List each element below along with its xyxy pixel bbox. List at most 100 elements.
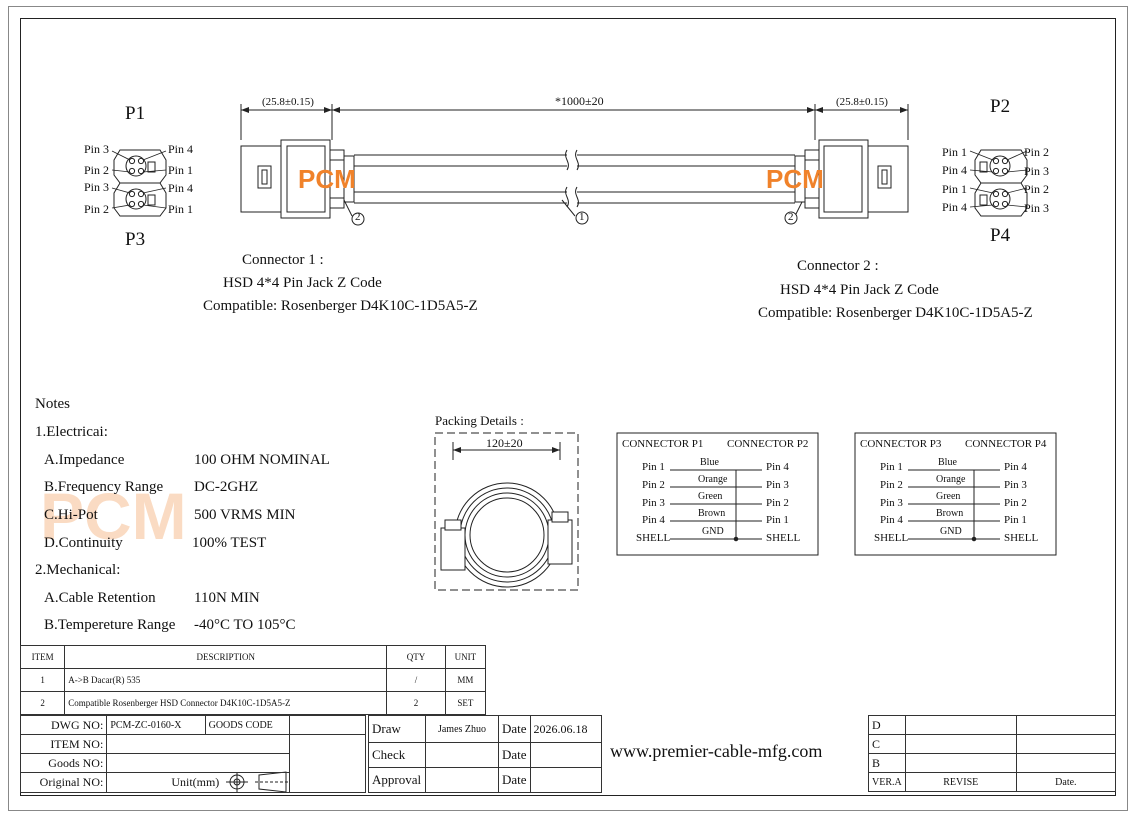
- draw-label: Draw: [368, 715, 426, 743]
- watermark-notes: PCM: [40, 479, 187, 553]
- date-label: Date: [498, 715, 531, 743]
- dim-right-text: (25.8±0.15): [836, 96, 888, 108]
- wiring2-left: SHELL: [874, 532, 909, 544]
- date2-label: Date.: [1015, 772, 1117, 792]
- approval-date: [529, 767, 603, 793]
- check-label: Check: [368, 742, 426, 768]
- goods-code-label: GOODS CODE: [204, 715, 291, 735]
- item-no-label: ITEM NO:: [19, 734, 108, 754]
- right-pin-label: Pin 3: [1024, 201, 1050, 215]
- sheet-border-outer: [8, 6, 1128, 811]
- rev-cell: [904, 753, 1017, 773]
- unit-label: Unit(mm): [106, 772, 291, 793]
- bom-cell: SET: [444, 691, 487, 715]
- right-pin-label: Pin 3: [1024, 164, 1050, 178]
- rev-b: B: [868, 753, 906, 773]
- rev-d: D: [868, 715, 906, 735]
- revise-label: REVISE: [904, 772, 1017, 792]
- checker: [425, 742, 499, 768]
- bom-cell: MM: [444, 668, 487, 692]
- wiring1-wire: GND: [702, 526, 724, 537]
- left-pin-label: Pin 2: [84, 163, 110, 177]
- left-pin-label: Pin 4: [168, 142, 194, 156]
- drawer-name: James Zhuo: [425, 715, 499, 743]
- dimension-lines: [240, 104, 909, 140]
- sheet-border-inner: [20, 18, 1116, 796]
- title-block-left: DWG NO: PCM-ZC-0160-X GOODS CODE ITEM NO…: [19, 715, 366, 793]
- bom-cell: 1: [19, 668, 66, 692]
- approval-label: Approval: [368, 767, 426, 793]
- right-pin-label: Pin 4: [942, 200, 968, 214]
- wiring1-wire: Orange: [698, 474, 728, 485]
- left-pin-label: Pin 1: [168, 202, 194, 216]
- note-value: 500 VRMS MIN: [194, 507, 296, 523]
- p2-label: P2: [990, 96, 1011, 117]
- approver: [425, 767, 499, 793]
- wiring2-left: Pin 2: [880, 479, 903, 491]
- dimension-arrows: [241, 107, 908, 113]
- callout-leaders: [343, 199, 803, 226]
- wiring2-left: Pin 4: [880, 514, 903, 526]
- p3-label: P3: [125, 229, 146, 250]
- wiring1-left: Pin 3: [642, 497, 665, 509]
- revision-table: D C B VER.A REVISE Date.: [868, 715, 1117, 792]
- wiring1-left: SHELL: [636, 532, 671, 544]
- dwg-no-value: PCM-ZC-0160-X: [106, 715, 206, 735]
- wiring1-left: Pin 1: [642, 461, 665, 473]
- left-pin-label: Pin 4: [168, 181, 194, 195]
- bom-cell: A->B Dacar(R) 535: [64, 668, 388, 692]
- rev-cell: [904, 734, 1017, 754]
- wiring1-right: SHELL: [766, 532, 801, 544]
- callout-2-left: 2: [355, 211, 361, 223]
- note-value: 100 OHM NOMINAL: [194, 452, 330, 468]
- wiring1-wire: Brown: [698, 508, 726, 519]
- bom-header: ITEM: [19, 645, 66, 669]
- check-date: [529, 742, 603, 768]
- left-pin-label: Pin 3: [84, 180, 110, 194]
- right-pin-label: Pin 4: [942, 163, 968, 177]
- bom-header: DESCRIPTION: [64, 645, 388, 669]
- wiring2-left: Pin 1: [880, 461, 903, 473]
- wiring1-left: Pin 2: [642, 479, 665, 491]
- wiring1-left: Pin 4: [642, 514, 665, 526]
- bom-row: 1 A->B Dacar(R) 535 / MM: [19, 668, 487, 692]
- watermark-left: PCM: [298, 164, 356, 194]
- wiring2-right: Pin 2: [1004, 497, 1027, 509]
- cable-lines: [354, 149, 795, 208]
- bom-cell: 2: [386, 691, 446, 715]
- left-pin-label: Pin 1: [168, 163, 194, 177]
- wiring1-header-right: CONNECTOR P2: [727, 438, 809, 450]
- rev-cell: [1015, 734, 1117, 754]
- wiring2-wire: Brown: [936, 508, 964, 519]
- note-value: -40°C TO 105°C: [194, 617, 296, 633]
- wiring2-wire: Blue: [938, 457, 957, 468]
- wiring1-right: Pin 2: [766, 497, 789, 509]
- dim-length-text: *1000±20: [555, 94, 604, 108]
- right-pin-label: Pin 2: [1024, 145, 1050, 159]
- wiring2-header-left: CONNECTOR P3: [860, 438, 942, 450]
- watermark-right: PCM: [766, 164, 824, 194]
- title-block-approvals: Draw James Zhuo Date 2026.06.18 Check Da…: [368, 715, 603, 793]
- callout-1: 1: [579, 211, 585, 223]
- connector1-title: Connector 1 :: [242, 252, 324, 268]
- packing-drawing: [434, 432, 579, 591]
- pin-leaders-right: [969, 150, 1028, 208]
- p1-label: P1: [125, 103, 146, 124]
- callout-2-right: 2: [788, 211, 794, 223]
- bom-row: 2 Compatible Rosenberger HSD Connector D…: [19, 691, 487, 715]
- blank-cell: [289, 715, 366, 735]
- note-label: A.Cable Retention: [44, 590, 156, 606]
- note-value: 110N MIN: [194, 590, 260, 606]
- packing-arrows: [453, 447, 560, 453]
- wiring-lines-2: [854, 432, 1057, 556]
- bom-cell: /: [386, 668, 446, 692]
- wiring2-right: Pin 4: [1004, 461, 1027, 473]
- connector2-title: Connector 2 :: [797, 258, 879, 274]
- p4-label: P4: [990, 225, 1011, 246]
- wiring1-right: Pin 1: [766, 514, 789, 526]
- date-label: Date: [498, 742, 531, 768]
- note-label: A.Impedance: [44, 452, 125, 468]
- wiring2-wire: Orange: [936, 474, 966, 485]
- connector1-compat: Compatible: Rosenberger D4K10C-1D5A5-Z: [203, 298, 478, 314]
